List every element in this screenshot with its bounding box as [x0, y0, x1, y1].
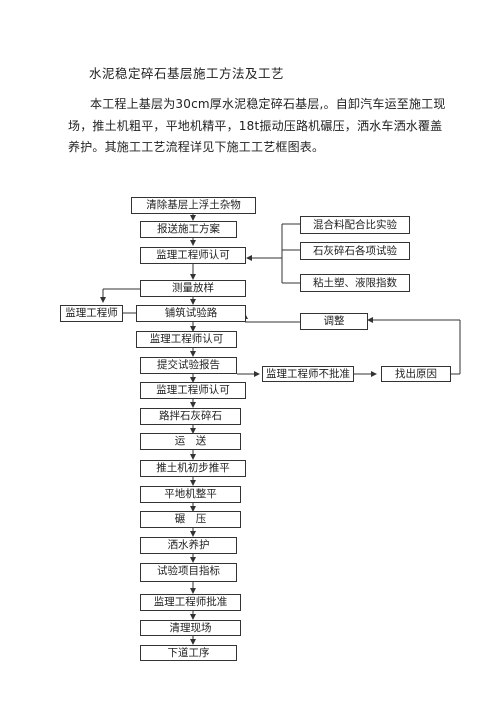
adjust-box: 调整 [300, 313, 368, 330]
step-next-process: 下道工序 [140, 645, 237, 661]
step-road-mixing: 路拌石灰碎石 [140, 408, 241, 425]
document-title: 水泥稳定碎石基层施工方法及工艺 [89, 66, 285, 81]
test-lime-gravel: 石灰碎石各项试验 [300, 242, 410, 260]
step-clear-debris: 清除基层上浮土杂物 [131, 197, 256, 214]
step-submit-plan: 报送施工方案 [140, 221, 237, 238]
test-mix-ratio: 混合料配合比实验 [300, 216, 410, 234]
step-test-indicators: 试验项目指标 [140, 563, 237, 582]
step-grader-leveling: 平地机整平 [140, 486, 241, 503]
intro-paragraph: 本工程上基层为30cm厚水泥稳定碎石基层,。自卸汽车运至施工现场，推土机粗平，平… [68, 97, 446, 154]
step-submit-test-report: 提交试验报告 [140, 357, 237, 374]
step-supervisor-approval-2: 监理工程师认可 [136, 331, 237, 348]
step-supervisor-approval-1: 监理工程师认可 [140, 247, 246, 264]
step-compaction: 碾 压 [140, 511, 241, 528]
step-trial-section: 铺筑试验路 [136, 305, 246, 322]
find-cause-box: 找出原因 [381, 366, 451, 382]
test-clay-plasticity: 粘土塑、液限指数 [300, 274, 410, 292]
step-curing: 洒水养护 [140, 537, 237, 554]
supervisor-left-box: 监理工程师 [60, 305, 123, 322]
step-supervisor-final-approval: 监理工程师批准 [140, 594, 241, 611]
step-transport: 运 送 [140, 433, 241, 450]
step-survey-layout: 测量放样 [140, 280, 246, 297]
not-approved-box: 监理工程师不批准 [262, 366, 354, 382]
step-bulldozer-leveling: 推土机初步推平 [140, 460, 246, 477]
step-supervisor-approval-3: 监理工程师认可 [140, 382, 246, 399]
step-clean-site: 清理现场 [140, 620, 241, 636]
